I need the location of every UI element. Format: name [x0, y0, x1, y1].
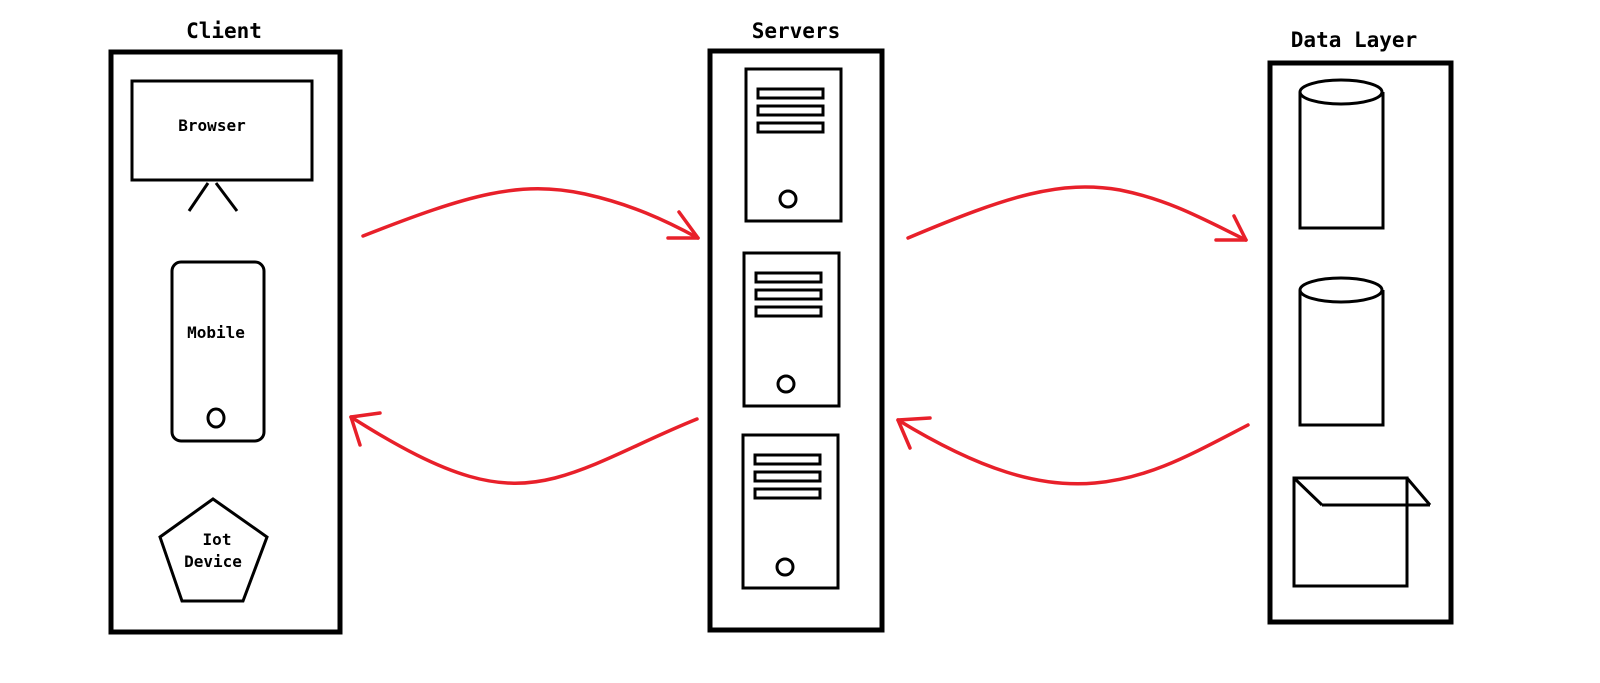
mobile-label: Mobile: [187, 323, 245, 342]
server-tower-icon-1: [744, 67, 843, 223]
data-layer-column-title: Data Layer: [1291, 28, 1417, 52]
database-cylinder-icon-2: [1298, 276, 1385, 427]
client-column-title: Client: [186, 19, 262, 43]
response-arrow-data-layer-to-servers: [896, 416, 1250, 486]
iot-device-label-line2: Device: [184, 552, 242, 571]
request-arrow-servers-to-data-layer: [906, 185, 1248, 242]
data-layer-column: [1267, 60, 1454, 625]
server-tower-icon-2: [742, 251, 841, 408]
request-arrow-client-to-servers: [361, 187, 700, 240]
mobile-phone-icon: [170, 260, 266, 443]
iot-device-pentagon-icon: [158, 497, 269, 603]
browser-label: Browser: [178, 116, 245, 135]
server-tower-icon-3: [741, 433, 840, 590]
servers-column-box: [707, 48, 885, 633]
iot-device-label-line1: Iot: [203, 530, 232, 549]
response-arrow-servers-to-client: [349, 411, 699, 485]
client-column: Browser Mobile Iot Device: [108, 49, 343, 635]
database-cylinder-icon-1: [1298, 78, 1385, 230]
client-column-box: [108, 49, 343, 635]
storage-box-icon: [1292, 476, 1432, 588]
servers-column-title: Servers: [752, 19, 841, 43]
servers-column: [707, 48, 885, 633]
data-layer-column-box: [1267, 60, 1454, 625]
browser-monitor-icon: [130, 79, 314, 212]
